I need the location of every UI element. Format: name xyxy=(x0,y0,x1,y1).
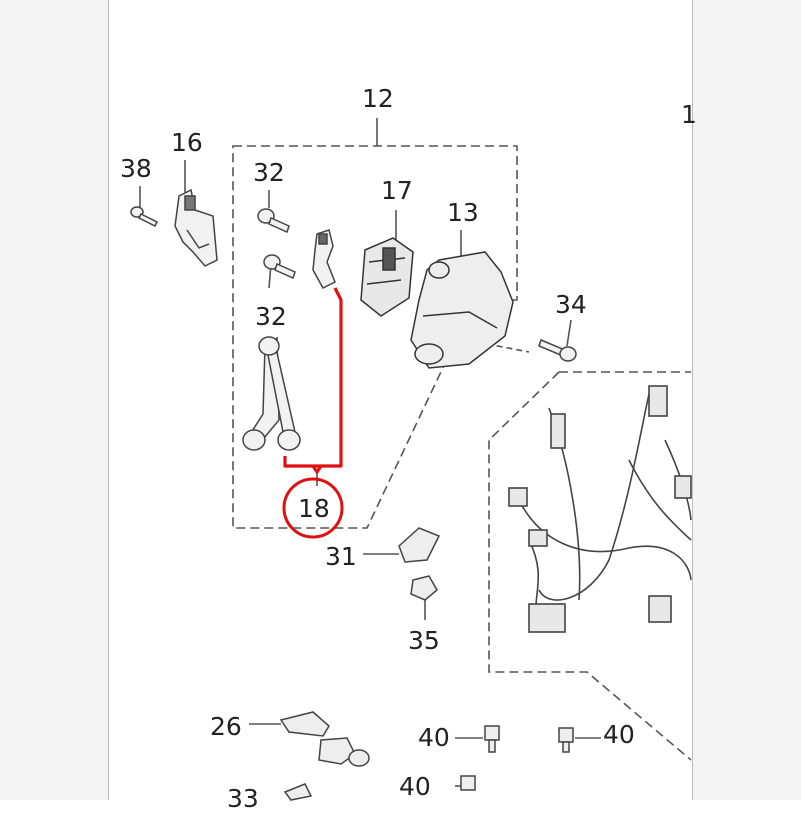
bolt-40-b xyxy=(558,727,574,753)
left-margin-band xyxy=(0,0,109,800)
harness-boundary xyxy=(488,371,692,761)
callout-35: 35 xyxy=(408,626,440,655)
callout-12: 12 xyxy=(362,84,394,113)
leader-13-dash xyxy=(476,341,530,353)
callout-32-top: 32 xyxy=(253,158,285,187)
right-margin-band xyxy=(692,0,801,800)
motor-13 xyxy=(410,251,514,369)
clip-35 xyxy=(410,575,438,601)
callout-33-partial: 33 xyxy=(227,784,259,813)
switch-17 xyxy=(360,237,414,317)
wire-harness xyxy=(508,385,692,633)
callout-40-a: 40 xyxy=(418,723,450,752)
screw-32-upper xyxy=(257,208,290,234)
callout-16: 16 xyxy=(171,128,203,157)
exploded-view-diagram xyxy=(130,118,692,801)
callout-38: 38 xyxy=(120,154,152,183)
callout-34: 34 xyxy=(555,290,587,319)
callout-13: 13 xyxy=(447,198,479,227)
clip-31 xyxy=(398,527,441,563)
callout-40-b: 40 xyxy=(603,720,635,749)
screw-38 xyxy=(130,206,159,228)
callout-edge-partial: 1 xyxy=(681,100,697,129)
bolt-40-a xyxy=(484,725,500,753)
bolt-33 xyxy=(283,783,313,801)
callout-31: 31 xyxy=(325,542,357,571)
screw-32-lower xyxy=(263,254,296,280)
highlight-bracket xyxy=(283,287,343,474)
callout-17: 17 xyxy=(381,176,413,205)
link-18-rods xyxy=(242,336,301,451)
bolt-34 xyxy=(538,338,577,362)
leader-34 xyxy=(566,319,572,347)
parts-diagram-sheet: 12 16 38 32 17 13 32 34 18 31 35 26 40 4… xyxy=(109,0,697,811)
callout-26: 26 xyxy=(210,712,242,741)
highlight-circle xyxy=(282,477,344,539)
callout-18: 18 xyxy=(298,494,330,523)
callout-40-c: 40 xyxy=(399,772,431,801)
sensor-26 xyxy=(279,711,370,767)
bolt-40-c xyxy=(460,775,476,791)
bracket-16 xyxy=(174,188,218,267)
link-18-upper-end xyxy=(312,229,336,289)
callout-32-mid: 32 xyxy=(255,302,287,331)
